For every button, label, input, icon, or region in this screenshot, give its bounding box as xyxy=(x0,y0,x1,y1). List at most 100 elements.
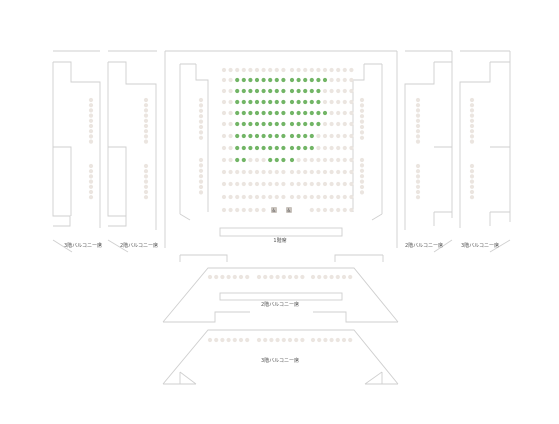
seat-orch-r5-c2[interactable] xyxy=(228,110,233,116)
seat-3f-b3-5[interactable] xyxy=(335,337,340,343)
seat-orch-right-lower-7[interactable] xyxy=(359,190,365,195)
seat-orch-r10-c11[interactable] xyxy=(289,169,295,175)
seat-orch-r5-c11[interactable] xyxy=(289,110,295,116)
seat-orch-r2-c2[interactable] xyxy=(228,77,233,83)
seat-box-r3-lower-7[interactable] xyxy=(469,195,475,200)
seat-orch-r10-c13[interactable] xyxy=(303,169,308,175)
seat-orch-r4-c13[interactable] xyxy=(303,99,308,105)
seat-orch-r7-c1[interactable] xyxy=(221,133,227,139)
seat-orch-r3-c3[interactable] xyxy=(235,88,240,94)
seat-orch-r2-c20[interactable] xyxy=(349,77,354,83)
seat-box-l3-lower-6[interactable] xyxy=(88,189,94,195)
seat-orch-r10-c10[interactable] xyxy=(281,169,286,175)
seat-3f-b3-3[interactable] xyxy=(323,337,328,343)
seat-orch-r11-c7[interactable] xyxy=(261,181,266,187)
seat-orch-r5-c3[interactable] xyxy=(235,110,240,116)
seat-orch-r5-c6[interactable] xyxy=(254,110,260,116)
seat-orch-r12-c8[interactable] xyxy=(268,194,273,200)
seat-orch-r5-c16[interactable] xyxy=(322,110,328,116)
seat-orch-r9-c11[interactable] xyxy=(289,157,295,163)
seat-orch-r4-c2[interactable] xyxy=(228,99,233,105)
seat-orch-r7-c20[interactable] xyxy=(349,133,354,139)
seat-box-l2-lower-3[interactable] xyxy=(143,174,149,179)
seat-orch-r11-c13[interactable] xyxy=(303,181,308,187)
seat-orch-r13-c18[interactable] xyxy=(336,207,341,213)
seat-orch-r6-c5[interactable] xyxy=(248,121,253,127)
seat-orch-left-lower-3[interactable] xyxy=(198,168,204,173)
seat-orch-right-upper-2[interactable] xyxy=(359,103,365,108)
seat-orch-r3-c9[interactable] xyxy=(274,88,279,94)
seat-orch-r9-c7[interactable] xyxy=(261,157,266,163)
seat-orch-r12-c13[interactable] xyxy=(303,194,308,200)
seat-3f-b2-2[interactable] xyxy=(263,337,268,343)
seat-2f-b1-5[interactable] xyxy=(232,274,237,280)
seat-orch-r4-c9[interactable] xyxy=(274,99,279,105)
seat-orch-r11-c20[interactable] xyxy=(349,181,354,187)
seat-orch-r3-c10[interactable] xyxy=(281,88,286,94)
seat-orch-r13-c7[interactable] xyxy=(261,207,266,213)
seat-orch-r12-c14[interactable] xyxy=(309,194,314,200)
seat-orch-r12-c15[interactable] xyxy=(316,194,321,200)
seat-orch-r4-c5[interactable] xyxy=(248,99,253,105)
seat-orch-r7-c7[interactable] xyxy=(261,133,266,139)
seat-orch-r9-c17[interactable] xyxy=(329,157,334,163)
seat-2f-b2-2[interactable] xyxy=(263,274,268,280)
seat-orch-r8-c6[interactable] xyxy=(254,145,260,151)
seat-orch-left-upper-1[interactable] xyxy=(198,97,204,103)
seat-orch-r7-c17[interactable] xyxy=(329,133,334,139)
seat-orch-r6-c6[interactable] xyxy=(254,121,260,127)
seat-orch-r1-c8[interactable] xyxy=(268,67,273,73)
seat-orch-right-upper-3[interactable] xyxy=(359,108,365,113)
seat-orch-r4-c12[interactable] xyxy=(296,99,301,105)
seat-orch-r1-c16[interactable] xyxy=(322,67,328,73)
seat-orch-r11-c8[interactable] xyxy=(268,181,273,187)
seat-2f-b3-3[interactable] xyxy=(323,274,328,280)
seat-orch-r11-c10[interactable] xyxy=(281,181,286,187)
seat-box-l2-upper-4[interactable] xyxy=(143,113,149,118)
seat-orch-r10-c4[interactable] xyxy=(241,169,246,175)
seat-orch-r8-c13[interactable] xyxy=(303,145,308,151)
seat-orch-r9-c14[interactable] xyxy=(309,157,314,163)
seat-orch-r9-c5[interactable] xyxy=(248,157,253,163)
seat-orch-left-upper-8[interactable] xyxy=(198,135,204,140)
seat-orch-r5-c13[interactable] xyxy=(303,110,308,116)
seat-orch-r7-c8[interactable] xyxy=(268,133,273,139)
seat-orch-r6-c20[interactable] xyxy=(349,121,354,127)
seat-orch-r2-c12[interactable] xyxy=(296,77,301,83)
seat-box-r3-upper-2[interactable] xyxy=(469,103,475,108)
seat-orch-r13-c6[interactable] xyxy=(254,207,260,213)
seat-orch-r12-c5[interactable] xyxy=(248,194,253,200)
seat-orch-r8-c12[interactable] xyxy=(296,145,301,151)
seat-orch-r8-c5[interactable] xyxy=(248,145,253,151)
seat-orch-r7-c6[interactable] xyxy=(254,133,260,139)
seat-orch-r11-c6[interactable] xyxy=(254,181,260,187)
seat-box-r3-lower-1[interactable] xyxy=(469,163,475,169)
seat-orch-r12-c9[interactable] xyxy=(274,194,279,200)
seat-orch-r5-c20[interactable] xyxy=(349,110,354,116)
seat-orch-r7-c15[interactable] xyxy=(316,133,321,139)
seat-orch-r12-c2[interactable] xyxy=(228,194,233,200)
seat-orch-r1-c4[interactable] xyxy=(241,67,246,73)
seat-orch-r2-c8[interactable] xyxy=(268,77,273,83)
seat-orch-r3-c7[interactable] xyxy=(261,88,266,94)
seat-orch-r6-c4[interactable] xyxy=(241,121,246,127)
seat-3f-b2-4[interactable] xyxy=(275,337,280,343)
seat-orch-r9-c6[interactable] xyxy=(254,157,260,163)
seat-orch-r9-c1[interactable] xyxy=(221,157,227,163)
seat-orch-r7-c9[interactable] xyxy=(274,133,279,139)
seat-orch-r7-c5[interactable] xyxy=(248,133,253,139)
seat-orch-r7-c12[interactable] xyxy=(296,133,301,139)
seat-orch-r5-c14[interactable] xyxy=(309,110,314,116)
seat-orch-r1-c11[interactable] xyxy=(289,67,295,73)
seat-orch-r1-c19[interactable] xyxy=(342,67,347,73)
seat-orch-r6-c7[interactable] xyxy=(261,121,266,127)
seat-3f-b2-7[interactable] xyxy=(294,337,299,343)
seat-orch-r10-c16[interactable] xyxy=(322,169,328,175)
seat-orch-r3-c16[interactable] xyxy=(322,88,328,94)
seat-orch-r12-c6[interactable] xyxy=(254,194,260,200)
seat-orch-r6-c3[interactable] xyxy=(235,121,240,127)
seat-orch-r1-c14[interactable] xyxy=(309,67,314,73)
seat-box-l3-upper-9[interactable] xyxy=(88,139,94,144)
seat-2f-b1-7[interactable] xyxy=(245,274,250,280)
seat-orch-r5-c12[interactable] xyxy=(296,110,301,116)
